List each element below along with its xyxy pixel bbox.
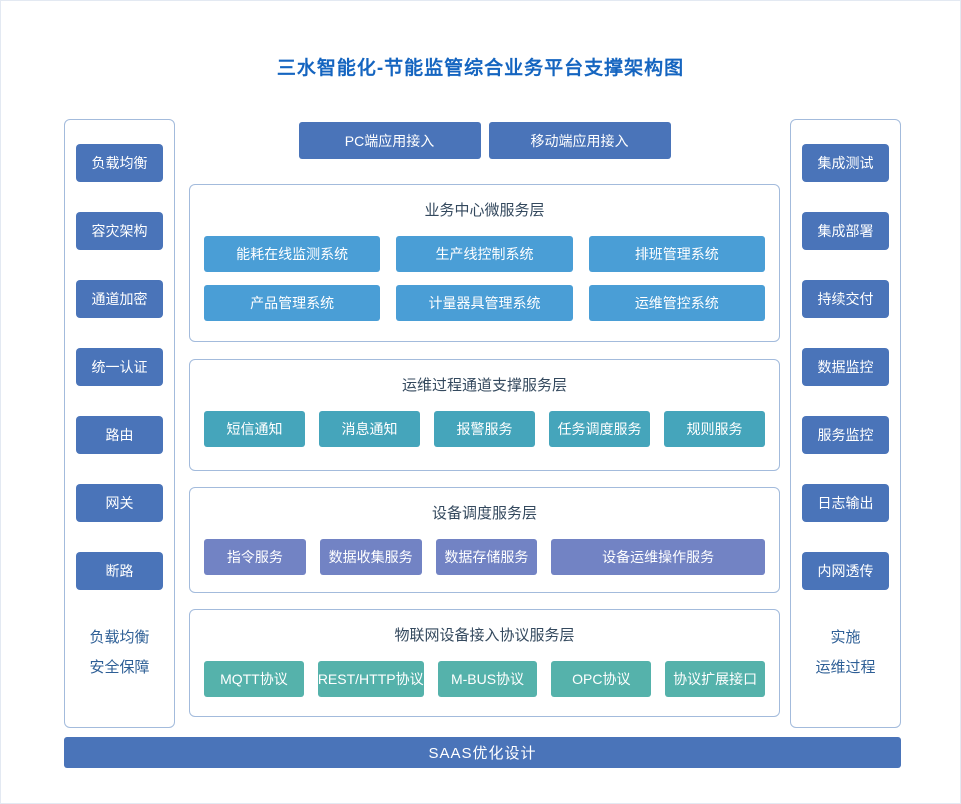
left-sidebar-item: 断路: [76, 552, 163, 590]
iot-protocol-block: REST/HTTP协议: [317, 661, 424, 697]
mobile-access-block: 移动端应用接入: [488, 122, 671, 159]
right-sidebar-item: 服务监控: [802, 416, 889, 454]
right-sidebar-item: 集成部署: [802, 212, 889, 250]
device-dispatch-service-block: 数据存储服务: [435, 539, 538, 575]
layer-business-services-title: 业务中心微服务层: [424, 202, 545, 219]
layer-ops-channel-services-title: 运维过程通道支撑服务层: [401, 377, 567, 394]
right-sidebar-item: 日志输出: [802, 484, 889, 522]
left-caption-line-2: 安全保障: [89, 659, 150, 676]
business-service-block: 产品管理系统: [204, 285, 381, 321]
device-dispatch-service-block: 数据收集服务: [319, 539, 422, 575]
left-sidebar-item: 负载均衡: [76, 144, 163, 182]
layer-device-dispatch-services-items: 指令服务数据收集服务数据存储服务设备运维操作服务: [204, 539, 765, 575]
left-sidebar-item: 统一认证: [76, 348, 163, 386]
right-sidebar-item: 持续交付: [802, 280, 889, 318]
iot-protocol-block: MQTT协议: [204, 661, 304, 697]
ops-channel-service-block: 任务调度服务: [549, 411, 650, 447]
pc-access-block: PC端应用接入: [298, 122, 481, 159]
layer-iot-protocol-services-title: 物联网设备接入协议服务层: [394, 627, 575, 644]
iot-protocol-block: 协议扩展接口: [665, 661, 766, 697]
access-buttons-row: PC端应用接入 移动端应用接入: [189, 122, 780, 159]
left-sidebar-item: 通道加密: [76, 280, 163, 318]
saas-bottom-bar: SAAS优化设计: [64, 737, 901, 768]
left-sidebar-item: 网关: [76, 484, 163, 522]
right-panel-list: 集成测试集成部署持续交付数据监控服务监控日志输出内网透传: [802, 144, 889, 590]
right-sidebar-item: 内网透传: [802, 552, 889, 590]
device-dispatch-service-block: 设备运维操作服务: [551, 539, 765, 575]
business-service-block: 生产线控制系统: [396, 236, 573, 272]
right-caption-line-2: 运维过程: [815, 659, 876, 676]
business-service-block: 排班管理系统: [588, 236, 765, 272]
ops-channel-service-block: 报警服务: [434, 411, 535, 447]
iot-protocol-block: OPC协议: [551, 661, 652, 697]
right-sidebar-item: 数据监控: [802, 348, 889, 386]
left-caption-line-1: 负载均衡: [89, 629, 150, 646]
layer-device-dispatch-services: 设备调度服务层 指令服务数据收集服务数据存储服务设备运维操作服务: [189, 487, 780, 593]
layer-business-services-items: 能耗在线监测系统生产线控制系统排班管理系统产品管理系统计量器具管理系统运维管控系…: [204, 236, 765, 321]
right-panel-caption: 实施 运维过程: [815, 623, 875, 683]
business-service-block: 计量器具管理系统: [396, 285, 573, 321]
left-panel: 负载均衡容灾架构通道加密统一认证路由网关断路 负载均衡 安全保障: [64, 119, 175, 728]
layer-device-dispatch-services-title: 设备调度服务层: [431, 505, 537, 522]
ops-channel-service-block: 消息通知: [319, 411, 420, 447]
left-panel-list: 负载均衡容灾架构通道加密统一认证路由网关断路: [76, 144, 163, 590]
iot-protocol-block: M-BUS协议: [437, 661, 538, 697]
right-panel: 集成测试集成部署持续交付数据监控服务监控日志输出内网透传 实施 运维过程: [790, 119, 901, 728]
left-sidebar-item: 路由: [76, 416, 163, 454]
layer-iot-protocol-services-items: MQTT协议 REST/HTTP协议 M-BUS协议 OPC协议协议扩展接口: [204, 661, 766, 697]
right-caption-line-1: 实施: [830, 629, 861, 646]
page-title: 三水智能化-节能监管综合业务平台支撑架构图: [276, 58, 685, 79]
business-service-block: 运维管控系统: [588, 285, 765, 321]
device-dispatch-service-block: 指令服务: [204, 539, 306, 575]
layer-iot-protocol-services: 物联网设备接入协议服务层 MQTT协议 REST/HTTP协议 M-BUS协议 OPC…: [189, 609, 780, 717]
business-service-block: 能耗在线监测系统: [204, 236, 381, 272]
ops-channel-service-block: 规则服务: [664, 411, 765, 447]
layer-ops-channel-services: 运维过程通道支撑服务层 短信通知消息通知报警服务任务调度服务规则服务: [189, 359, 780, 471]
left-sidebar-item: 容灾架构: [76, 212, 163, 250]
right-sidebar-item: 集成测试: [802, 144, 889, 182]
left-panel-caption: 负载均衡 安全保障: [89, 623, 149, 683]
layer-ops-channel-services-items: 短信通知消息通知报警服务任务调度服务规则服务: [204, 411, 765, 447]
layer-business-services: 业务中心微服务层 能耗在线监测系统生产线控制系统排班管理系统产品管理系统计量器具…: [189, 184, 780, 342]
ops-channel-service-block: 短信通知: [204, 411, 305, 447]
